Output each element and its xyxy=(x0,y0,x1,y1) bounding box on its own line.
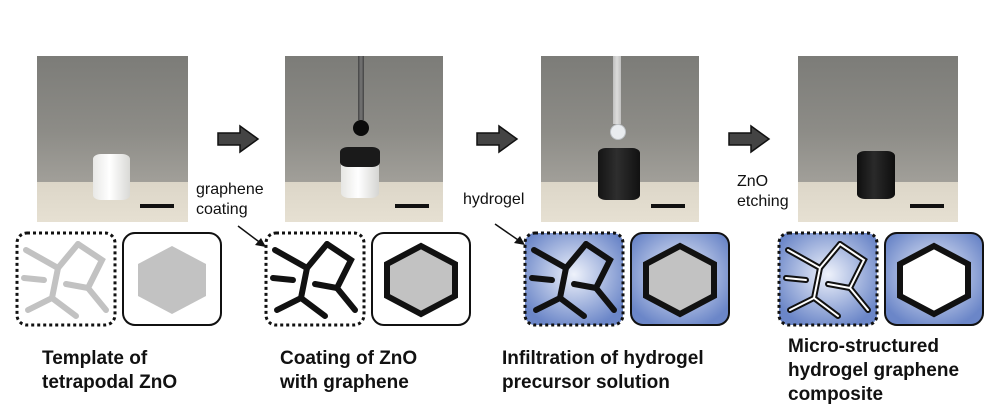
schematic-composite-network xyxy=(777,231,879,327)
scale-bar xyxy=(140,204,174,208)
scale-bar xyxy=(395,204,429,208)
schematic-graphene-hexagon xyxy=(371,232,471,326)
zno-template-sample xyxy=(93,154,130,200)
schematic-zno-hexagon xyxy=(122,232,222,326)
process-arrow-1 xyxy=(217,124,260,154)
step-label-composite: Micro-structured hydrogel graphene compo… xyxy=(788,336,960,405)
arrow-note-hydrogel: hydrogel xyxy=(463,191,525,208)
schematic-composite-hexagon xyxy=(884,232,984,326)
step-label-coating: Coating of ZnO with graphene xyxy=(280,348,418,393)
graphene-droplet xyxy=(353,120,369,136)
pipette-icon xyxy=(613,56,621,124)
hydrogel-droplet xyxy=(610,124,626,140)
final-composite-sample xyxy=(857,151,895,199)
photo-zno-template xyxy=(37,56,188,222)
scale-bar xyxy=(651,204,685,208)
arrow-note-zno-etching: ZnO etching xyxy=(737,173,789,210)
schematic-graphene-network xyxy=(264,231,366,327)
schematic-hydrogel-network xyxy=(523,231,625,327)
process-arrow-2 xyxy=(476,124,519,154)
schematic-zno-network xyxy=(15,231,117,327)
photo-hydrogel-infiltration xyxy=(541,56,699,222)
coated-sample-black-top xyxy=(340,147,380,167)
schematic-hydrogel-hexagon xyxy=(630,232,730,326)
pointer-arrow-graphene xyxy=(237,225,266,247)
pipette-icon xyxy=(358,56,364,120)
step-label-template: Template of tetrapodal ZnO xyxy=(42,348,178,393)
pointer-arrow-hydrogel xyxy=(494,223,525,245)
arrow-note-graphene-coating: graphene coating xyxy=(196,181,264,218)
process-arrow-3 xyxy=(728,124,771,154)
infiltrated-sample xyxy=(598,148,640,200)
scale-bar xyxy=(910,204,944,208)
step-label-infiltration: Infiltration of hydrogel precursor solut… xyxy=(502,348,704,393)
photo-final-composite xyxy=(798,56,958,222)
photo-graphene-coated xyxy=(285,56,443,222)
